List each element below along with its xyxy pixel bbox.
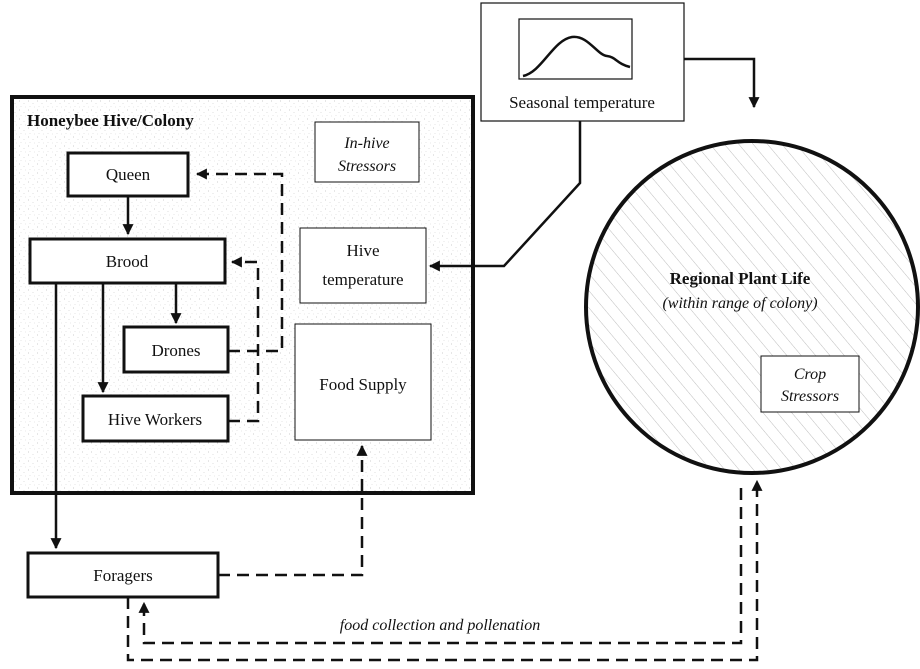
hive-temperature-node: Hive temperature: [299, 227, 427, 304]
temperature-curve-icon: [522, 35, 631, 78]
drones-label: Drones: [151, 341, 200, 360]
workers-to-brood-arrow: [228, 256, 260, 423]
foragers-node: Foragers: [26, 551, 220, 599]
seasonal-temperature-label: Seasonal temperature: [509, 93, 655, 112]
hive-temperature-line2: temperature: [322, 270, 403, 289]
drones-to-queen-arrow: [195, 168, 284, 353]
brood-label: Brood: [106, 252, 149, 271]
plants-to-foragers-arrow: [138, 488, 743, 645]
food-supply-node: Food Supply: [294, 323, 432, 441]
plant-life-subtitle: (within range of colony): [662, 295, 817, 312]
queen-node: Queen: [66, 151, 190, 198]
hive-workers-node: Hive Workers: [81, 394, 230, 443]
seasonal-to-hive-temp-arrow: [428, 121, 582, 272]
plant-life-title: Regional Plant Life: [670, 269, 811, 288]
hive-workers-label: Hive Workers: [108, 410, 202, 429]
food-supply-label: Food Supply: [319, 375, 407, 394]
brood-node: Brood: [28, 237, 227, 285]
foragers-to-food-arrow: [218, 444, 368, 577]
seasonal-to-plants-arrow: [684, 57, 760, 109]
in-hive-stressors-box: In-hive Stressors: [314, 121, 420, 183]
hive-title: Honeybee Hive/Colony: [27, 111, 194, 130]
in-hive-stressors-line2: Stressors: [338, 158, 396, 175]
solid-arrows: [50, 57, 760, 550]
regional-plant-life-circle: Regional Plant Life (within range of col…: [584, 139, 920, 475]
hive-temperature-line1: Hive: [346, 241, 379, 260]
crop-stressors-box: [760, 355, 860, 413]
seasonal-temperature-node: Seasonal temperature: [480, 2, 685, 122]
foragers-label: Foragers: [93, 566, 152, 585]
temperature-curve-frame: [518, 18, 633, 80]
food-collection-label: food collection and pollenation: [340, 617, 540, 634]
foragers-to-plants-arrow: [126, 479, 763, 662]
dashed-arrows: [126, 168, 763, 662]
queen-label: Queen: [106, 165, 151, 184]
crop-stressors-line1: Crop: [794, 366, 826, 383]
crop-stressors-line2: Stressors: [781, 388, 839, 405]
drones-node: Drones: [122, 325, 230, 374]
in-hive-stressors-line1: In-hive: [343, 135, 389, 152]
